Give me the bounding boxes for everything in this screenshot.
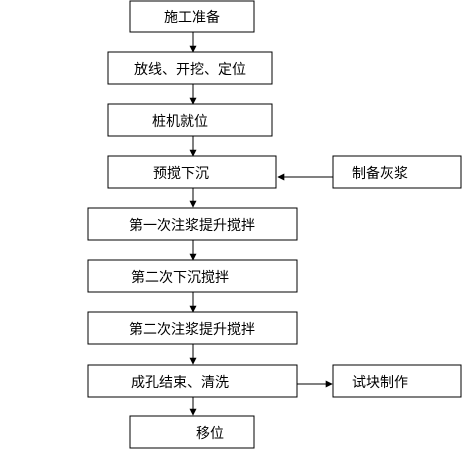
side-test-block-label: 试块制作 [352, 375, 408, 391]
step-layout-excavate-position-label: 放线、开挖、定位 [134, 62, 246, 78]
step-pre-mix-sink: 预搅下沉 [107, 155, 277, 189]
side-test-block: 试块制作 [332, 364, 462, 398]
step-layout-excavate-position: 放线、开挖、定位 [107, 51, 273, 85]
side-prepare-slurry-label: 制备灰浆 [352, 165, 408, 182]
step-rig-in-place: 桩机就位 [107, 103, 273, 137]
step-second-grout-lift-mix: 第二次注浆提升搅拌 [87, 311, 298, 345]
step-second-sink-mix-label: 第二次下沉搅拌 [131, 269, 229, 286]
step-construction-prep: 施工准备 [129, 0, 255, 33]
step-pre-mix-sink-label: 预搅下沉 [153, 166, 209, 182]
step-second-grout-lift-mix-label: 第二次注浆提升搅拌 [129, 321, 255, 338]
step-relocate: 移位 [129, 415, 255, 449]
step-hole-finish-clean: 成孔结束、清洗 [87, 364, 298, 398]
step-relocate-label: 移位 [196, 426, 224, 442]
step-first-grout-lift-mix: 第一次注浆提升搅拌 [87, 207, 298, 241]
step-construction-prep-label: 施工准备 [164, 9, 220, 26]
step-first-grout-lift-mix-label: 第一次注浆提升搅拌 [129, 217, 255, 234]
side-prepare-slurry: 制备灰浆 [332, 155, 462, 189]
step-hole-finish-clean-label: 成孔结束、清洗 [131, 375, 229, 391]
step-rig-in-place-label: 桩机就位 [152, 113, 208, 130]
step-second-sink-mix: 第二次下沉搅拌 [87, 259, 298, 293]
